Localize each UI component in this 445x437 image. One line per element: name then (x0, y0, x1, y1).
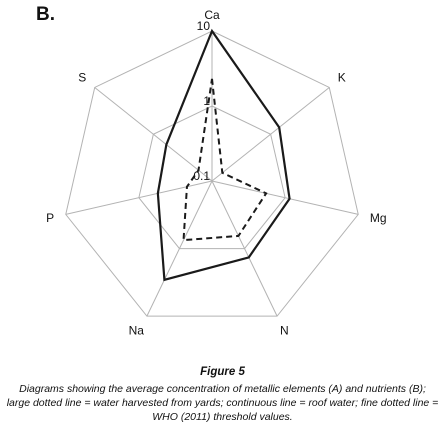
radar-tick-labels: 0.1 1 10 (193, 19, 210, 183)
panel-label: B. (36, 4, 55, 25)
grid-spoke-s (94, 87, 213, 182)
axis-label-na: Na (129, 324, 145, 338)
grid-ring-1 (138, 105, 286, 250)
grid-spoke-mg (211, 180, 359, 215)
grid-spoke-n (211, 180, 278, 317)
radar-series (156, 28, 291, 282)
tick-label-0: 0.1 (193, 169, 210, 183)
grid-spoke-p (65, 180, 213, 215)
axis-label-ca: Ca (204, 8, 220, 22)
figure-title: Figure 5 (200, 366, 245, 378)
grid-spoke-na (146, 180, 213, 317)
axis-label-mg: Mg (370, 211, 387, 225)
radar-grid (65, 30, 359, 317)
grid-ring-2 (65, 30, 359, 317)
axis-label-p: P (46, 211, 54, 225)
axis-label-k: K (338, 71, 346, 85)
series-dashed-line (182, 78, 268, 242)
series-solid-line (156, 28, 291, 282)
figure-caption: Diagrams showing the average concentrati… (6, 383, 439, 423)
radar-chart: 0.1 1 10 CaK MgN Na P S (46, 8, 386, 338)
tick-label-1: 1 (203, 94, 210, 108)
axis-label-s: S (78, 71, 86, 85)
tick-label-2: 10 (197, 19, 211, 33)
axis-label-n: N (280, 324, 289, 338)
radar-axis-labels: CaK MgN Na P S (46, 8, 386, 338)
grid-spoke-k (211, 87, 330, 182)
